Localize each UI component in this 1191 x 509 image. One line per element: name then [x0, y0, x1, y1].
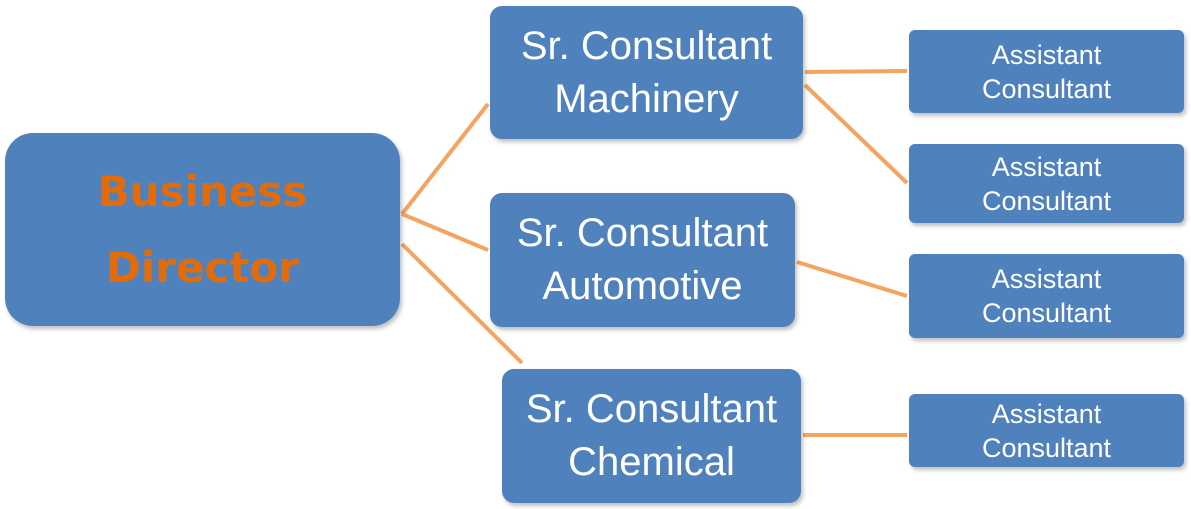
sr-consultant-machinery-line1: Sr. Consultant	[520, 23, 773, 68]
sr-consultant-chemical-line2: Chemical	[568, 440, 735, 484]
assistant-consultant-1-line1: Assistant	[991, 39, 1102, 70]
assistant-consultant-node-2: Assistant Consultant	[909, 144, 1184, 223]
assistant-consultant-2-line1: Assistant	[991, 151, 1102, 182]
connector-director-machinery	[400, 102, 490, 216]
assistant-consultant-4-line2: Consultant	[981, 432, 1112, 463]
sr-consultant-machinery-node: Sr. Consultant Machinery	[490, 6, 803, 139]
sr-consultant-chemical-line1: Sr. Consultant	[525, 387, 778, 431]
assistant-consultant-node-1: Assistant Consultant	[909, 30, 1184, 113]
connector-machinery-assistant-1	[804, 69, 908, 74]
assistant-consultant-node-3: Assistant Consultant	[909, 254, 1184, 338]
sr-consultant-automotive-line1: Sr. Consultant	[516, 211, 769, 255]
connector-automotive-assistant-3	[796, 260, 908, 298]
assistant-consultant-2-line2: Consultant	[981, 185, 1112, 216]
sr-consultant-automotive-node: Sr. Consultant Automotive	[490, 193, 795, 327]
connector-director-automotive	[401, 212, 489, 252]
connector-machinery-assistant-2	[803, 83, 909, 185]
business-director-line2: Director	[106, 242, 299, 292]
business-director-node: Business Director	[5, 133, 400, 326]
sr-consultant-machinery-line2: Machinery	[554, 76, 739, 121]
assistant-consultant-1-line2: Consultant	[981, 73, 1112, 104]
sr-consultant-chemical-node: Sr. Consultant Chemical	[502, 369, 801, 503]
sr-consultant-automotive-line2: Automotive	[542, 264, 743, 308]
assistant-consultant-4-line1: Assistant	[991, 398, 1102, 429]
business-director-line1: Business	[97, 166, 308, 216]
assistant-consultant-3-line1: Assistant	[991, 264, 1102, 294]
assistant-consultant-3-line2: Consultant	[981, 298, 1112, 328]
assistant-consultant-node-4: Assistant Consultant	[909, 394, 1184, 467]
connector-director-chemical	[400, 242, 524, 365]
